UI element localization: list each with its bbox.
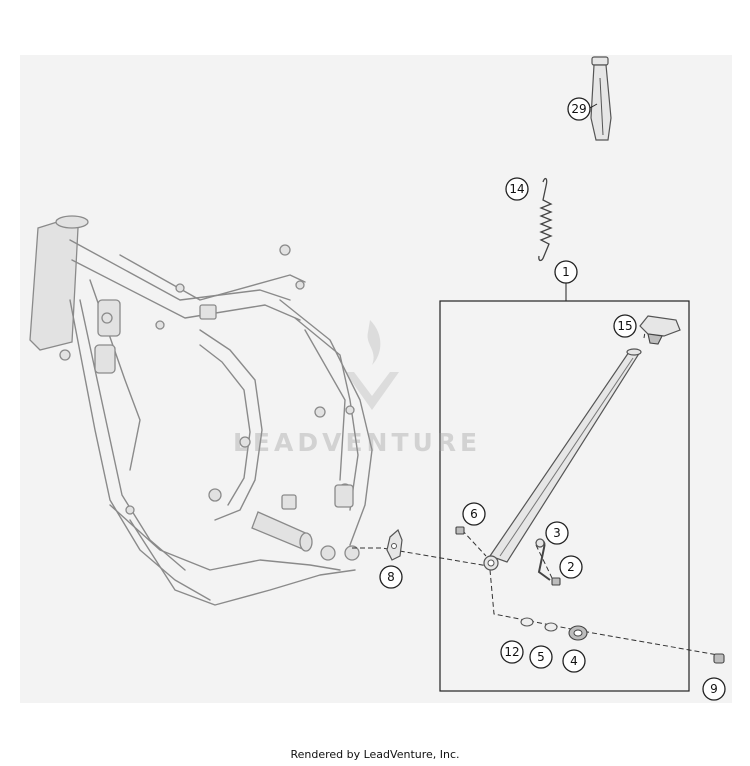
watermark-text: LEADVENTURE <box>233 428 482 457</box>
assembly-1-bracket <box>439 283 690 692</box>
part-8-clamp <box>386 528 403 561</box>
motorcycle-frame <box>29 215 373 606</box>
callout-12: 12 <box>500 640 524 664</box>
callout-3: 3 <box>545 521 569 545</box>
svg-text:15: 15 <box>617 319 632 333</box>
part-15-foot-pad <box>639 315 681 345</box>
svg-text:1: 1 <box>562 265 570 279</box>
part-3-hook <box>535 538 551 581</box>
svg-text:2: 2 <box>567 560 575 574</box>
callout-8: 8 <box>379 565 403 589</box>
part-4-bushing <box>568 625 588 641</box>
svg-text:8: 8 <box>387 570 395 584</box>
svg-text:4: 4 <box>570 654 578 668</box>
callout-15: 15 <box>613 314 637 338</box>
svg-text:6: 6 <box>470 507 478 521</box>
callout-2: 2 <box>559 555 583 579</box>
callout-9: 9 <box>702 677 726 701</box>
callout-6: 6 <box>462 502 486 526</box>
side-stand <box>483 348 642 571</box>
part-29-tool <box>589 56 612 141</box>
part-5-washer <box>544 622 558 632</box>
svg-text:5: 5 <box>537 650 545 664</box>
svg-text:14: 14 <box>509 182 524 196</box>
svg-text:29: 29 <box>571 102 586 116</box>
footer-credit: Rendered by LeadVenture, Inc. <box>290 748 460 761</box>
part-12-washer <box>520 617 534 627</box>
callout-14: 14 <box>505 177 529 201</box>
svg-text:12: 12 <box>504 645 519 659</box>
part-2-bolt <box>551 577 561 586</box>
part-14-spring <box>538 177 553 262</box>
svg-text:9: 9 <box>710 682 718 696</box>
callout-1: 1 <box>554 260 578 284</box>
callout-29: 29 <box>567 97 591 121</box>
callout-5: 5 <box>529 645 553 669</box>
steering-head-tube <box>29 217 79 351</box>
part-9-bolt <box>713 653 725 664</box>
svg-text:3: 3 <box>553 526 561 540</box>
callout-4: 4 <box>562 649 586 673</box>
watermark-emblem <box>345 320 399 410</box>
part-6-bolt <box>455 526 465 535</box>
